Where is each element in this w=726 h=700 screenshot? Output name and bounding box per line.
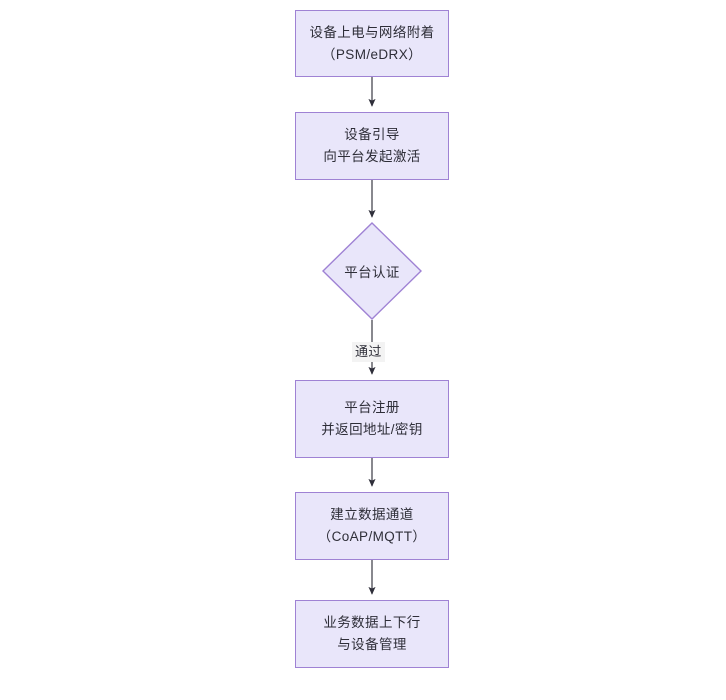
node-establish-data-channel[interactable]: 建立数据通道 （CoAP/MQTT） bbox=[295, 492, 449, 560]
edge-label-pass: 通过 bbox=[352, 342, 385, 362]
node-label-line: （CoAP/MQTT） bbox=[317, 529, 427, 544]
node-platform-authentication[interactable]: 平台认证 bbox=[322, 222, 422, 320]
node-label-line: 建立数据通道 bbox=[330, 507, 414, 523]
node-label-line: （PSM/eDRX） bbox=[321, 46, 423, 62]
node-platform-registration[interactable]: 平台注册 并返回地址/密钥 bbox=[295, 380, 449, 458]
node-label-line: 设备上电与网络附着 bbox=[309, 24, 435, 40]
node-label-line: 与设备管理 bbox=[337, 637, 407, 652]
node-business-data-and-device-management[interactable]: 业务数据上下行 与设备管理 bbox=[295, 600, 449, 668]
node-label-line: 向平台发起激活 bbox=[323, 149, 421, 164]
node-device-bootstrap[interactable]: 设备引导 向平台发起激活 bbox=[295, 112, 449, 180]
node-label-line: 业务数据上下行 bbox=[323, 615, 421, 631]
node-label-line: 设备引导 bbox=[344, 127, 400, 143]
diamond-shape bbox=[322, 222, 422, 320]
node-device-power-on[interactable]: 设备上电与网络附着 （PSM/eDRX） bbox=[295, 10, 449, 77]
node-label-line: 并返回地址/密钥 bbox=[321, 422, 423, 437]
node-label-line: 平台注册 bbox=[344, 400, 400, 416]
node-label-line: 平台认证 bbox=[344, 265, 400, 280]
